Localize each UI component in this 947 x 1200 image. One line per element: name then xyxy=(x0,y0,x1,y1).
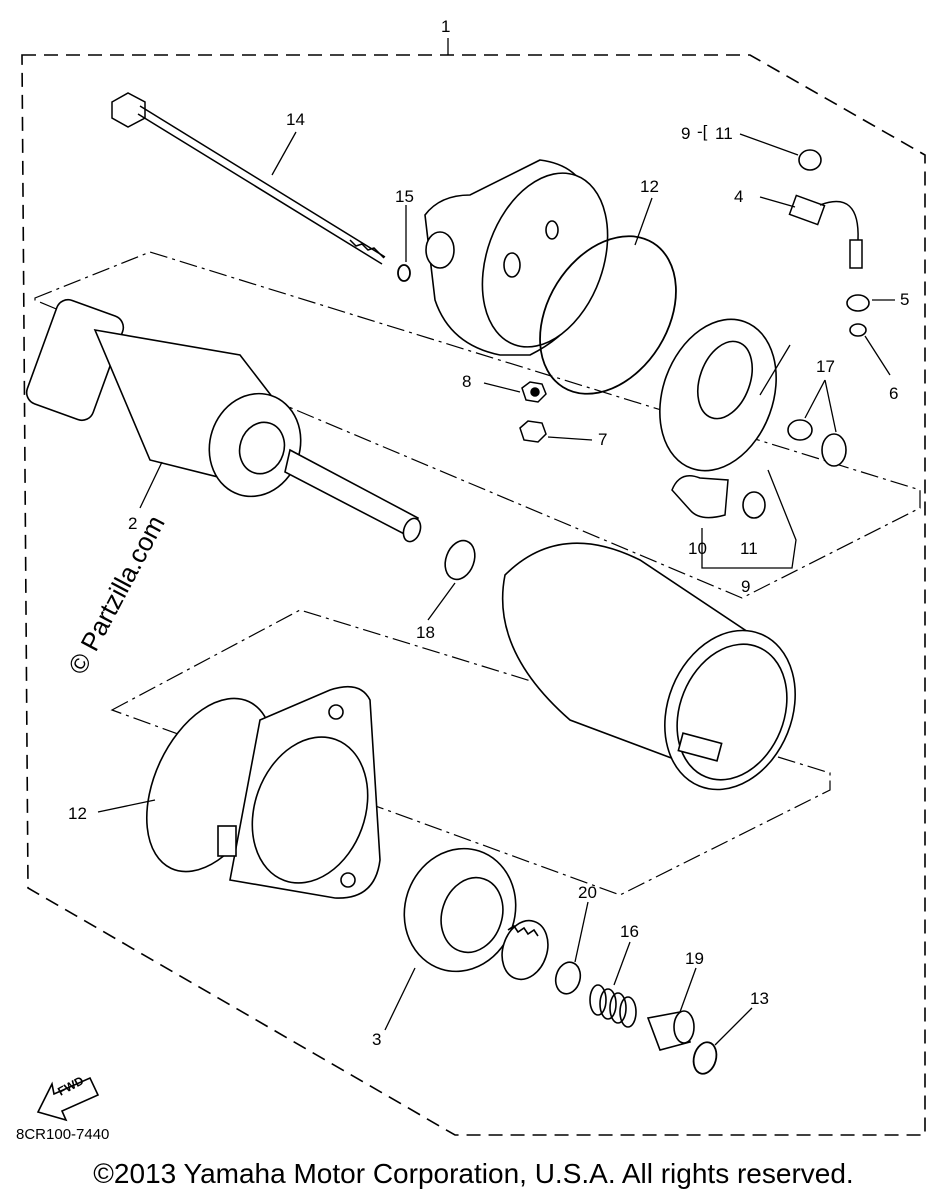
leader-2 xyxy=(139,461,163,509)
callout-13: 13 xyxy=(750,989,769,1008)
pinion-gear xyxy=(403,847,549,981)
leader-17a xyxy=(804,379,826,419)
assembly-boundary xyxy=(21,54,926,1136)
group-outline-upper xyxy=(34,251,921,599)
washer-18 xyxy=(444,539,476,581)
leader-4 xyxy=(759,196,796,208)
rear-cover xyxy=(424,159,609,356)
callout-8: 8 xyxy=(462,372,472,391)
brush-10 xyxy=(671,475,729,519)
armature xyxy=(25,298,422,543)
leader-3 xyxy=(384,967,416,1031)
washer-20 xyxy=(554,961,582,995)
leader-8 xyxy=(483,382,521,393)
terminal-lead-4 xyxy=(788,194,863,269)
callout-12-upper: 12 xyxy=(640,177,659,196)
callout-3: 3 xyxy=(372,1030,382,1049)
circlip-13 xyxy=(692,1041,718,1075)
callout-4: 4 xyxy=(734,187,744,206)
nut-8 xyxy=(521,381,547,403)
front-cover xyxy=(145,685,381,899)
group-outline-lower xyxy=(110,609,831,896)
o-ring-6 xyxy=(849,323,867,337)
o-ring-15 xyxy=(397,264,411,282)
leader-plate xyxy=(759,344,791,396)
leader-7 xyxy=(547,436,593,441)
callout-2: 2 xyxy=(128,514,138,533)
leader-19 xyxy=(679,967,697,1013)
yoke xyxy=(501,542,796,791)
fwd-arrow-icon xyxy=(36,1076,100,1122)
brush-plate xyxy=(659,318,777,472)
callout-9-lower: 9 xyxy=(741,577,751,596)
callout-12-lower: 12 xyxy=(68,804,87,823)
bracket-9-lower xyxy=(701,469,797,569)
o-ring-12-upper xyxy=(539,235,677,395)
through-bolt xyxy=(111,92,386,265)
washer-5 xyxy=(846,294,870,312)
leader-17b xyxy=(824,379,837,433)
collar-19 xyxy=(646,1010,695,1051)
callout-7: 7 xyxy=(598,430,608,449)
callout-18: 18 xyxy=(416,623,435,642)
leader-12-upper xyxy=(634,197,653,246)
callout-bracket: -[ xyxy=(697,122,708,141)
nut-7 xyxy=(519,420,547,443)
callout-6: 6 xyxy=(889,384,899,403)
leader-12-lower xyxy=(97,799,156,813)
callout-19: 19 xyxy=(685,949,704,968)
leader-13 xyxy=(714,1007,753,1046)
diagram-code: 8CR100-7440 xyxy=(16,1126,110,1143)
spring-11-upper xyxy=(798,149,822,171)
copyright-notice: ©2013 Yamaha Motor Corporation, U.S.A. A… xyxy=(93,1158,854,1189)
leader-16 xyxy=(613,941,631,986)
leader-11-upper xyxy=(739,133,799,156)
callout-1: 1 xyxy=(441,17,451,36)
washer-17a xyxy=(787,419,813,441)
spring-16 xyxy=(589,984,637,1028)
callout-5: 5 xyxy=(900,290,910,309)
callout-9-upper: 9 xyxy=(681,124,691,143)
callout-17: 17 xyxy=(816,357,835,376)
callout-16: 16 xyxy=(620,922,639,941)
spring-11-lower xyxy=(742,491,766,519)
callout-11-upper: 11 xyxy=(715,124,733,143)
callout-11-lower: 11 xyxy=(740,539,758,558)
leader-14 xyxy=(271,131,297,176)
callout-10: 10 xyxy=(688,539,707,558)
leader-18 xyxy=(427,582,456,621)
washer-17b xyxy=(821,433,847,467)
callout-20: 20 xyxy=(578,883,597,902)
leader-20 xyxy=(574,901,589,963)
callout-14: 14 xyxy=(286,110,305,129)
callout-15: 15 xyxy=(395,187,414,206)
leader-6 xyxy=(864,335,891,376)
